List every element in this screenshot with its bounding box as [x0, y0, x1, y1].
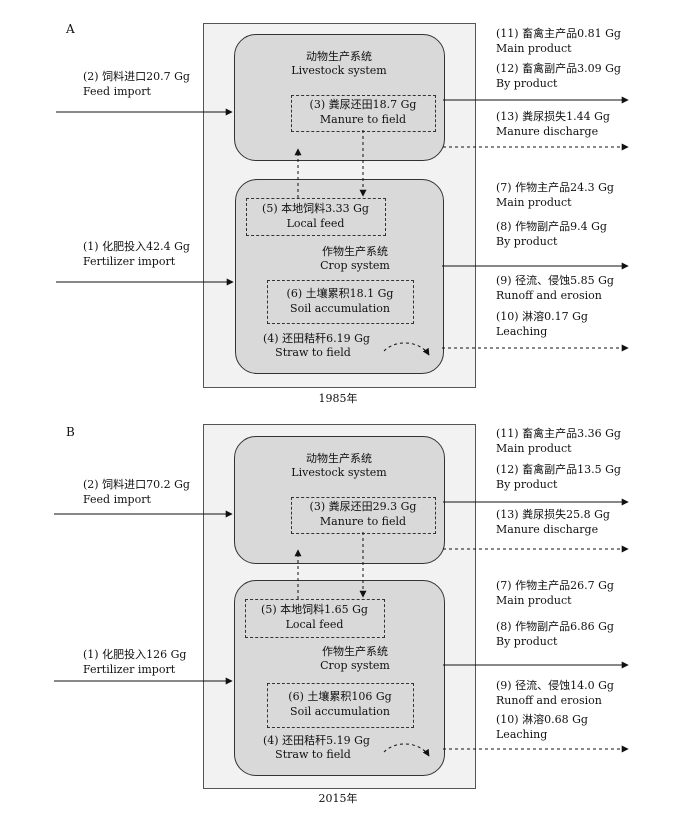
livestock-label-en: Livestock system	[291, 64, 387, 77]
livestock-main-product-cn: (11) 畜禽主产品3.36 Gg	[496, 427, 621, 440]
panel-letter: A	[66, 22, 75, 36]
manure-discharge-en: Manure discharge	[496, 125, 599, 138]
crop-label-cn: 作物生产系统	[322, 245, 388, 258]
local-feed-box	[245, 599, 385, 638]
soil-accumulation-box	[267, 683, 414, 728]
local-feed-box	[246, 198, 386, 236]
crop-by-product-cn: (8) 作物副产品6.86 Gg	[496, 620, 614, 633]
livestock-main-product-cn: (11) 畜禽主产品0.81 Gg	[496, 27, 621, 40]
straw-recycle-arrow	[383, 743, 430, 757]
crop-system-box	[234, 580, 445, 776]
straw-recycle-arrow	[383, 342, 430, 356]
livestock-system-box	[234, 436, 445, 564]
soil-accumulation-cn: (6) 土壤累积18.1 Gg	[286, 287, 394, 300]
fertilizer-import-en: Fertilizer import	[83, 255, 176, 268]
manure-to-field-cn: (3) 粪尿还田29.3 Gg	[309, 500, 417, 513]
manure-to-field-en: Manure to field	[319, 113, 407, 126]
crop-system-box	[235, 179, 444, 374]
feed-import-cn: (2) 饲料进口70.2 Gg	[83, 478, 190, 491]
leaching-en: Leaching	[496, 325, 548, 338]
local-feed-cn: (5) 本地饲料1.65 Gg	[261, 603, 368, 616]
fertilizer-import-cn: (1) 化肥投入126 Gg	[83, 648, 187, 661]
manure-discharge-cn: (13) 粪尿损失25.8 Gg	[496, 508, 610, 521]
manure-discharge-cn: (13) 粪尿损失1.44 Gg	[496, 110, 610, 123]
straw-to-field-en: Straw to field	[275, 346, 351, 359]
crop-main-product-en: Main product	[496, 196, 572, 209]
livestock-label-cn: 动物生产系统	[306, 452, 372, 465]
manure-discharge-en: Manure discharge	[496, 523, 599, 536]
local-feed-cn: (5) 本地饲料3.33 Gg	[262, 202, 369, 215]
leaching-cn: (10) 淋溶0.17 Gg	[496, 310, 588, 323]
crop-by-product-en: By product	[496, 635, 558, 648]
livestock-main-product-en: Main product	[496, 442, 572, 455]
livestock-system-box	[234, 34, 445, 161]
straw-to-field-en: Straw to field	[275, 748, 351, 761]
leaching-cn: (10) 淋溶0.68 Gg	[496, 713, 588, 726]
straw-to-field-cn: (4) 还田秸秆6.19 Gg	[263, 332, 370, 345]
crop-main-product-cn: (7) 作物主产品26.7 Gg	[496, 579, 614, 592]
livestock-by-product-en: By product	[496, 77, 558, 90]
crop-label-cn: 作物生产系统	[322, 645, 388, 658]
local-feed-en: Local feed	[285, 618, 344, 631]
livestock-by-product-en: By product	[496, 478, 558, 491]
local-feed-en: Local feed	[286, 217, 345, 230]
manure-to-field-cn: (3) 粪尿还田18.7 Gg	[309, 98, 417, 111]
feed-import-en: Feed import	[83, 493, 151, 506]
livestock-label-cn: 动物生产系统	[306, 50, 372, 63]
year-label: 1985年	[318, 392, 358, 405]
crop-main-product-cn: (7) 作物主产品24.3 Gg	[496, 181, 614, 194]
livestock-by-product-cn: (12) 畜禽副产品3.09 Gg	[496, 62, 621, 75]
crop-label-en: Crop system	[320, 659, 390, 672]
livestock-label-en: Livestock system	[291, 466, 387, 479]
soil-accumulation-cn: (6) 土壤累积106 Gg	[288, 690, 392, 703]
straw-to-field-cn: (4) 还田秸秆5.19 Gg	[263, 734, 370, 747]
crop-label-en: Crop system	[320, 259, 390, 272]
soil-accumulation-box	[267, 280, 414, 324]
crop-by-product-en: By product	[496, 235, 558, 248]
leaching-en: Leaching	[496, 728, 548, 741]
feed-import-en: Feed import	[83, 85, 151, 98]
manure-to-field-en: Manure to field	[319, 515, 407, 528]
livestock-main-product-en: Main product	[496, 42, 572, 55]
soil-accumulation-en: Soil accumulation	[290, 705, 390, 718]
panel-letter: B	[66, 425, 75, 439]
crop-by-product-cn: (8) 作物副产品9.4 Gg	[496, 220, 607, 233]
runoff-cn: (9) 径流、侵蚀5.85 Gg	[496, 274, 614, 287]
feed-import-cn: (2) 饲料进口20.7 Gg	[83, 70, 190, 83]
fertilizer-import-en: Fertilizer import	[83, 663, 176, 676]
runoff-cn: (9) 径流、侵蚀14.0 Gg	[496, 679, 614, 692]
livestock-by-product-cn: (12) 畜禽副产品13.5 Gg	[496, 463, 621, 476]
runoff-en: Runoff and erosion	[496, 289, 602, 302]
fertilizer-import-cn: (1) 化肥投入42.4 Gg	[83, 240, 190, 253]
soil-accumulation-en: Soil accumulation	[290, 302, 390, 315]
crop-main-product-en: Main product	[496, 594, 572, 607]
runoff-en: Runoff and erosion	[496, 694, 602, 707]
year-label: 2015年	[318, 792, 358, 805]
